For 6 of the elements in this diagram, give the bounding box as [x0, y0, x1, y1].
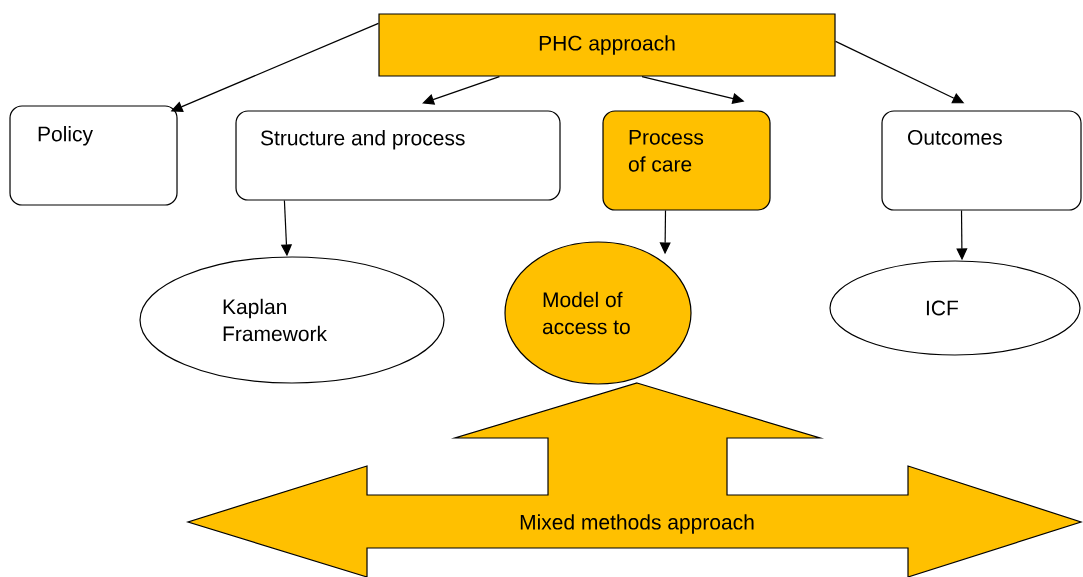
arrow	[422, 76, 500, 105]
heading-box: PHC approach	[378, 13, 836, 77]
rounded-box: Process of care	[602, 110, 771, 211]
rounded-box: Outcomes	[881, 110, 1082, 211]
rounded-box: Policy	[9, 105, 178, 206]
rounded-box: Structure and process	[235, 110, 561, 201]
